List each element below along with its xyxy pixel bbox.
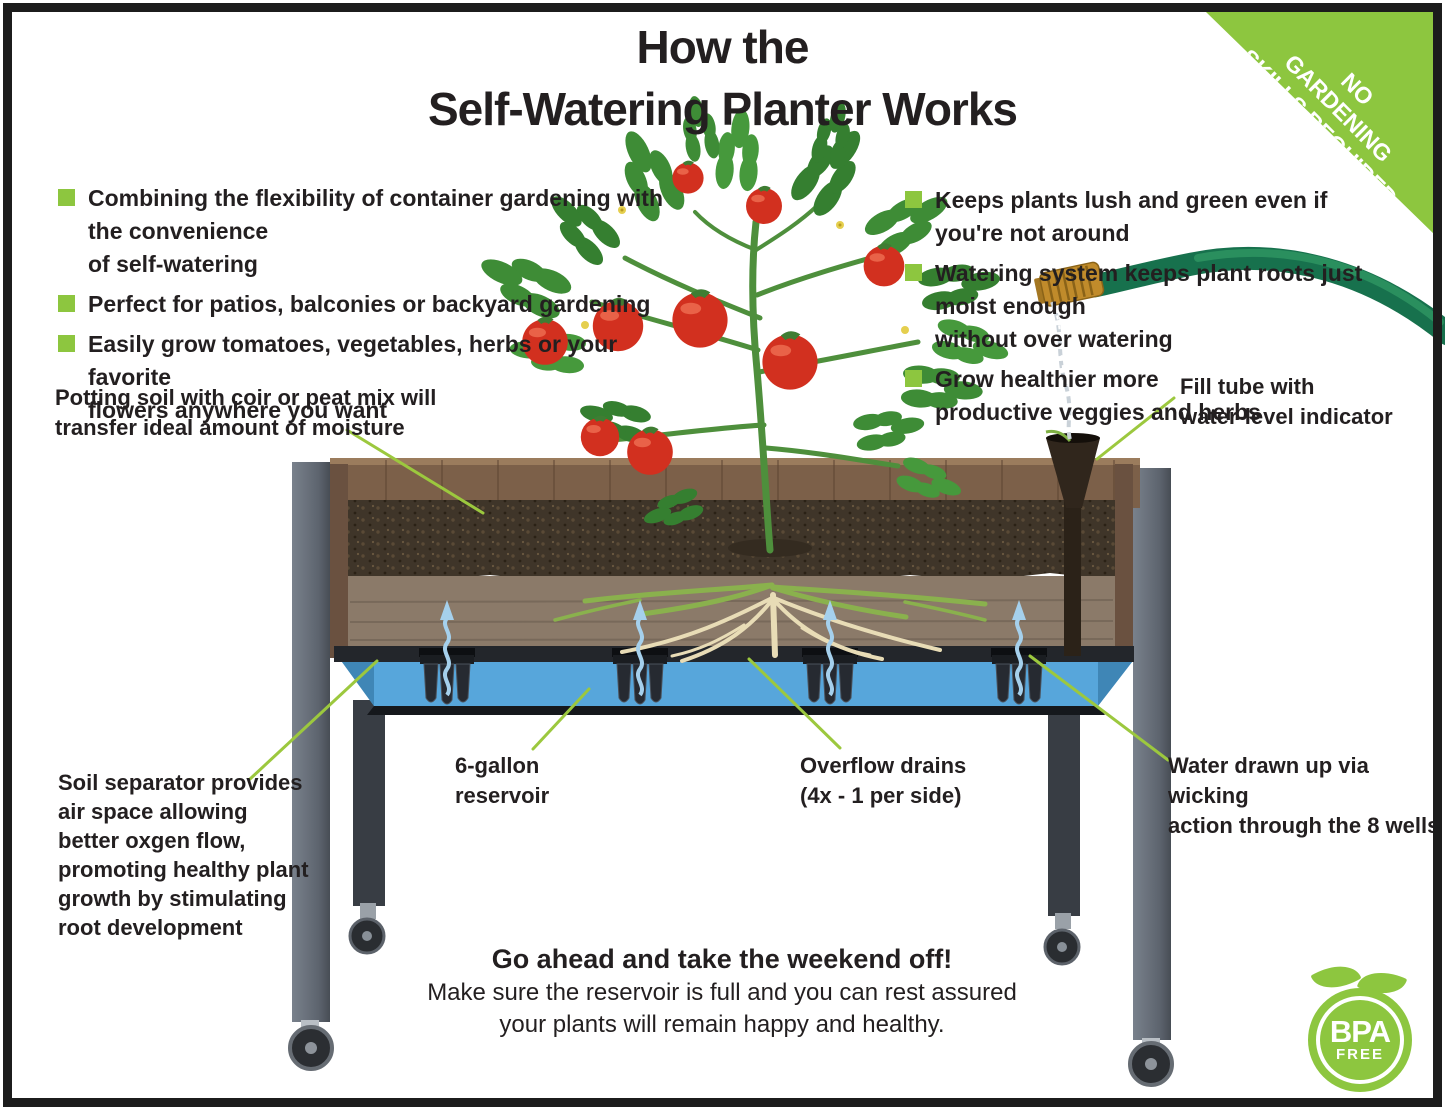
bpa-free-badge: BPA FREE — [1302, 955, 1422, 1092]
front-legs — [288, 462, 1174, 1087]
callout-fill-tube: Fill tube with water-level indicator — [1180, 374, 1393, 429]
bullet-square-icon — [58, 189, 75, 206]
footer-line-1: Make sure the reservoir is full and you … — [427, 979, 1017, 1006]
list-item: Easily grow tomatoes, vegetables, herbs … — [58, 328, 668, 427]
reservoir-water — [342, 662, 1132, 706]
footer-line-2: your plants will remain happy and health… — [499, 1011, 945, 1038]
benefits-list-left: Combining the flexibility of container g… — [58, 182, 668, 434]
tomato-plant — [471, 93, 1014, 557]
brass-fitting — [1034, 261, 1105, 307]
callout-potting-soil: Potting soil with coir or peat mix will … — [55, 385, 437, 440]
back-legs — [348, 700, 1081, 966]
callout-overflow-drains: Overflow drains (4x - 1 per side) — [800, 753, 967, 808]
bullet-text: Perfect for patios, balconies or backyar… — [88, 291, 651, 317]
free-text: FREE — [1335, 1046, 1384, 1063]
bullet-text: Grow healthier more productive veggies a… — [935, 366, 1261, 425]
bullet-text: Easily grow tomatoes, vegetables, herbs … — [88, 331, 618, 423]
title-line-1: How the — [636, 21, 810, 73]
footer-headline: Go ahead and take the weekend off! — [491, 944, 953, 974]
list-item: Grow healthier more productive veggies a… — [905, 363, 1380, 429]
root-system — [553, 582, 988, 663]
badge-disc: BPA FREE — [1320, 1000, 1400, 1080]
garden-hose — [1034, 246, 1445, 441]
page-title: How the Self-Watering Planter Works — [0, 16, 1445, 140]
leader-lines — [248, 396, 1176, 781]
list-item: Watering system keeps plant roots just m… — [905, 257, 1380, 356]
callout-reservoir: 6-gallon reservoir — [455, 753, 550, 808]
list-item: Keeps plants lush and green even if you'… — [905, 184, 1380, 250]
planter-box — [330, 458, 1140, 715]
wicking-arrows — [440, 600, 1026, 697]
callout-soil-separator: Soil separator provides air space allowi… — [58, 770, 309, 940]
bpa-text: BPA — [1329, 1014, 1391, 1049]
bullet-text: Combining the flexibility of container g… — [88, 185, 664, 277]
bullet-square-icon — [905, 191, 922, 208]
bullet-text: Keeps plants lush and green even if you'… — [935, 187, 1328, 246]
footer-message: Go ahead and take the weekend off! Make … — [222, 941, 1222, 1041]
bullet-square-icon — [58, 335, 75, 352]
bullet-square-icon — [905, 264, 922, 281]
title-line-2: Self-Watering Planter Works — [427, 83, 1018, 135]
list-item: Combining the flexibility of container g… — [58, 182, 668, 281]
potting-soil — [348, 500, 1115, 583]
list-item: Perfect for patios, balconies or backyar… — [58, 288, 668, 321]
flowers — [581, 206, 909, 334]
callout-wicking: Water drawn up via wicking action throug… — [1168, 753, 1440, 838]
bullet-text: Watering system keeps plant roots just m… — [935, 260, 1363, 352]
bullet-square-icon — [905, 370, 922, 387]
fill-tube — [1045, 429, 1100, 656]
benefits-list-right: Keeps plants lush and green even if you'… — [905, 184, 1380, 436]
bullet-square-icon — [58, 295, 75, 312]
